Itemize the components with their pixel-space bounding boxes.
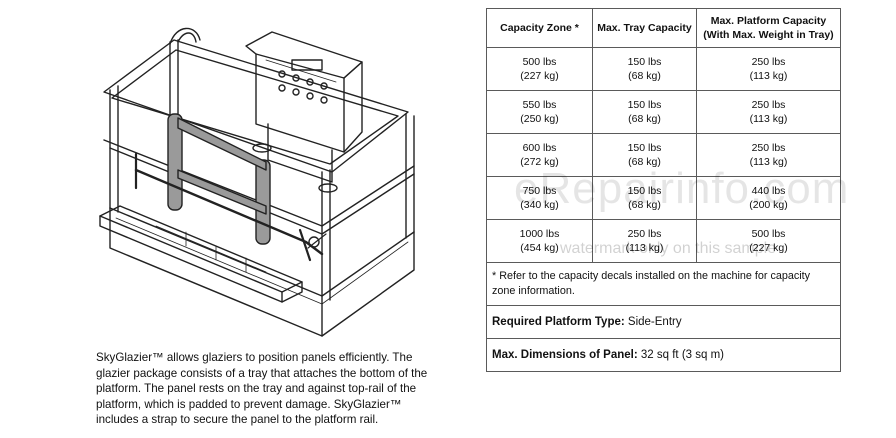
table-row: 500 lbs(227 kg) 150 lbs(68 kg) 250 lbs(1…	[486, 47, 841, 91]
table-row: 550 lbs(250 kg) 150 lbs(68 kg) 250 lbs(1…	[486, 90, 841, 134]
cell-tray: 150 lbs(68 kg)	[592, 47, 697, 91]
panel-dimensions: Max. Dimensions of Panel: 32 sq ft (3 sq…	[486, 338, 841, 372]
cell-tray: 150 lbs(68 kg)	[592, 90, 697, 134]
cell-zone: 750 lbs(340 kg)	[486, 176, 593, 220]
caption-text: SkyGlazier™ allows glaziers to position …	[96, 351, 428, 427]
cell-platform: 500 lbs(227 kg)	[696, 219, 841, 263]
table-note-row: * Refer to the capacity decals installed…	[486, 262, 841, 306]
capacity-note: * Refer to the capacity decals installed…	[486, 262, 841, 306]
cell-platform: 250 lbs(113 kg)	[696, 133, 841, 177]
cell-tray: 250 lbs(113 kg)	[592, 219, 697, 263]
table-row: 1000 lbs(454 kg) 250 lbs(113 kg) 500 lbs…	[486, 219, 841, 263]
cell-zone: 550 lbs(250 kg)	[486, 90, 593, 134]
cell-zone: 500 lbs(227 kg)	[486, 47, 593, 91]
platform-type-row: Required Platform Type: Side-Entry	[486, 305, 841, 339]
panel-dimensions-label: Max. Dimensions of Panel:	[492, 348, 638, 361]
cell-platform: 250 lbs(113 kg)	[696, 90, 841, 134]
platform-type-value: Side-Entry	[627, 315, 682, 328]
capacity-table: Capacity Zone * Max. Tray Capacity Max. …	[486, 8, 841, 372]
header-capacity-zone: Capacity Zone *	[486, 8, 593, 48]
cell-zone: 1000 lbs(454 kg)	[486, 219, 593, 263]
table-header-row: Capacity Zone * Max. Tray Capacity Max. …	[486, 8, 841, 48]
skyglazier-platform-illustration	[99, 27, 415, 337]
platform-type: Required Platform Type: Side-Entry	[486, 305, 841, 339]
table-row: 600 lbs(272 kg) 150 lbs(68 kg) 250 lbs(1…	[486, 133, 841, 177]
panel-dimensions-row: Max. Dimensions of Panel: 32 sq ft (3 sq…	[486, 338, 841, 372]
cell-platform: 250 lbs(113 kg)	[696, 47, 841, 91]
cell-zone: 600 lbs(272 kg)	[486, 133, 593, 177]
cell-platform: 440 lbs(200 kg)	[696, 176, 841, 220]
platform-type-label: Required Platform Type:	[492, 315, 625, 328]
header-max-tray-capacity: Max. Tray Capacity	[592, 8, 697, 48]
table-row: 750 lbs(340 kg) 150 lbs(68 kg) 440 lbs(2…	[486, 176, 841, 220]
cell-tray: 150 lbs(68 kg)	[592, 176, 697, 220]
panel-dimensions-value: 32 sq ft (3 sq m)	[640, 348, 724, 361]
cell-tray: 150 lbs(68 kg)	[592, 133, 697, 177]
header-max-platform-capacity: Max. Platform Capacity (With Max. Weight…	[696, 8, 841, 48]
